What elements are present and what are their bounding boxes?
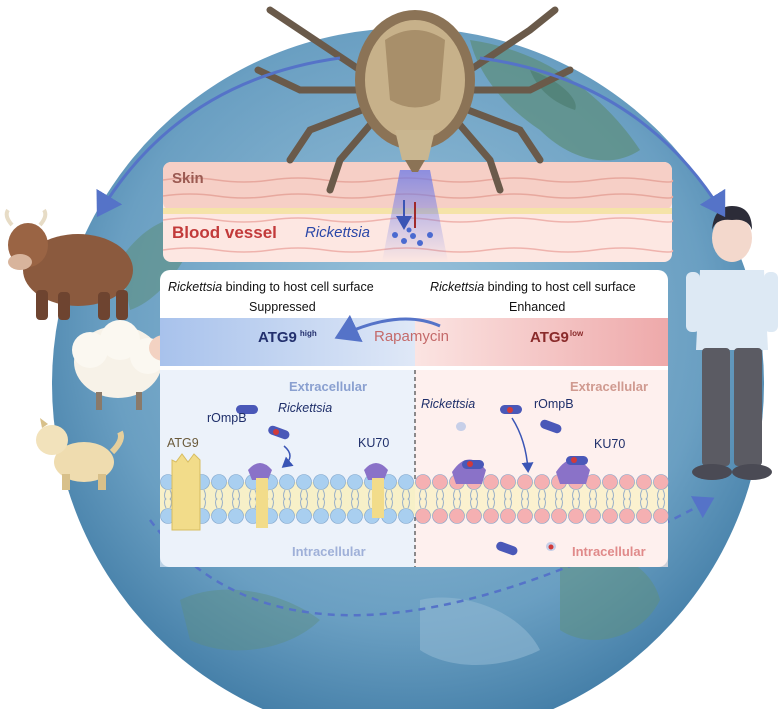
lipid-head [432,474,448,490]
ku70-protein-right [452,456,590,484]
lipid-head [347,508,363,524]
atg9-protein [171,453,201,531]
lipid-head [279,474,295,490]
lipid-head [551,508,567,524]
binding-heading-right-rest: binding to host cell surface [484,280,636,294]
binding-heading-right: Rickettsia binding to host cell surface [430,281,636,294]
atg9-protein-label: ATG9 [167,436,199,450]
lipid-head [398,474,414,490]
membrane-right [415,474,669,524]
status-enhanced: Enhanced [509,300,566,314]
binding-heading-left: Rickettsia binding to host cell surface [168,281,374,294]
rickettsia-label-right: Rickettsia [421,397,476,411]
lipid-head [483,474,499,490]
lipid-head [296,508,312,524]
lipid-head [347,474,363,490]
lipid-head [415,508,431,524]
rickettsia-cells-left [236,405,294,468]
lipid-head [619,508,635,524]
lipid-head [313,474,329,490]
lipid-head [517,508,533,524]
ku70-protein-left [248,463,388,528]
atg9-high-text: ATG9 [258,329,297,346]
extracellular-label-left: Extracellular [289,379,368,394]
skin-label: Skin [172,170,204,187]
lipid-head [500,508,516,524]
lipid-head [568,508,584,524]
ku70-label-left: KU70 [358,436,390,450]
lipid-head [517,474,533,490]
lipid-head [483,508,499,524]
lipid-head [211,508,227,524]
atg9-low-text: ATG9 [530,329,569,346]
lipid-head [211,474,227,490]
lipid-head [466,508,482,524]
status-suppressed: Suppressed [249,300,316,314]
lipid-head [636,508,652,524]
lipid-head [602,508,618,524]
lipid-head [653,474,669,490]
blood-vessel-label: Blood vessel [172,223,277,242]
intracellular-label-left: Intracellular [292,544,366,559]
binding-heading-right-italic: Rickettsia [430,280,485,294]
rapamycin-label: Rapamycin [374,328,450,345]
lipid-head [432,508,448,524]
skin-layer [162,162,674,262]
rickettsia-label: Rickettsia [305,224,371,241]
rickettsia-cells-right [456,405,562,556]
lipid-head [500,474,516,490]
extracellular-label-right: Extracellular [570,379,649,394]
lipid-head [228,508,244,524]
lipid-head [313,508,329,524]
lipid-head [296,474,312,490]
sheep-icon [72,320,179,410]
cow-icon [4,208,133,320]
atg9-high-level: high [299,329,317,338]
atg9-low-label: ATG9low [530,329,584,346]
lipid-head [330,474,346,490]
lipid-head [415,474,431,490]
lipid-head [330,508,346,524]
rompb-label-right: rOmpB [534,397,574,411]
lipid-head [636,474,652,490]
lipid-head [534,474,550,490]
dog-icon [36,418,124,490]
lipid-head [534,508,550,524]
atg9-low-level: low [569,329,584,338]
ku70-label-right: KU70 [594,437,626,451]
binding-heading-left-rest: binding to host cell surface [222,280,374,294]
lipid-head [602,474,618,490]
rickettsia-label-left: Rickettsia [278,401,333,415]
intracellular-label-right: Intracellular [572,544,646,559]
lipid-head [228,474,244,490]
lipid-head [585,508,601,524]
tick-icon [254,6,574,194]
lipid-head [449,508,465,524]
lipid-head [279,508,295,524]
transmission-arrows [96,56,726,617]
binding-heading-left-italic: Rickettsia [168,280,223,294]
lipid-head [619,474,635,490]
lipid-head [398,508,414,524]
rompb-label-left: rOmpB [207,411,247,425]
human-icon [686,206,778,480]
lipid-head [653,508,669,524]
